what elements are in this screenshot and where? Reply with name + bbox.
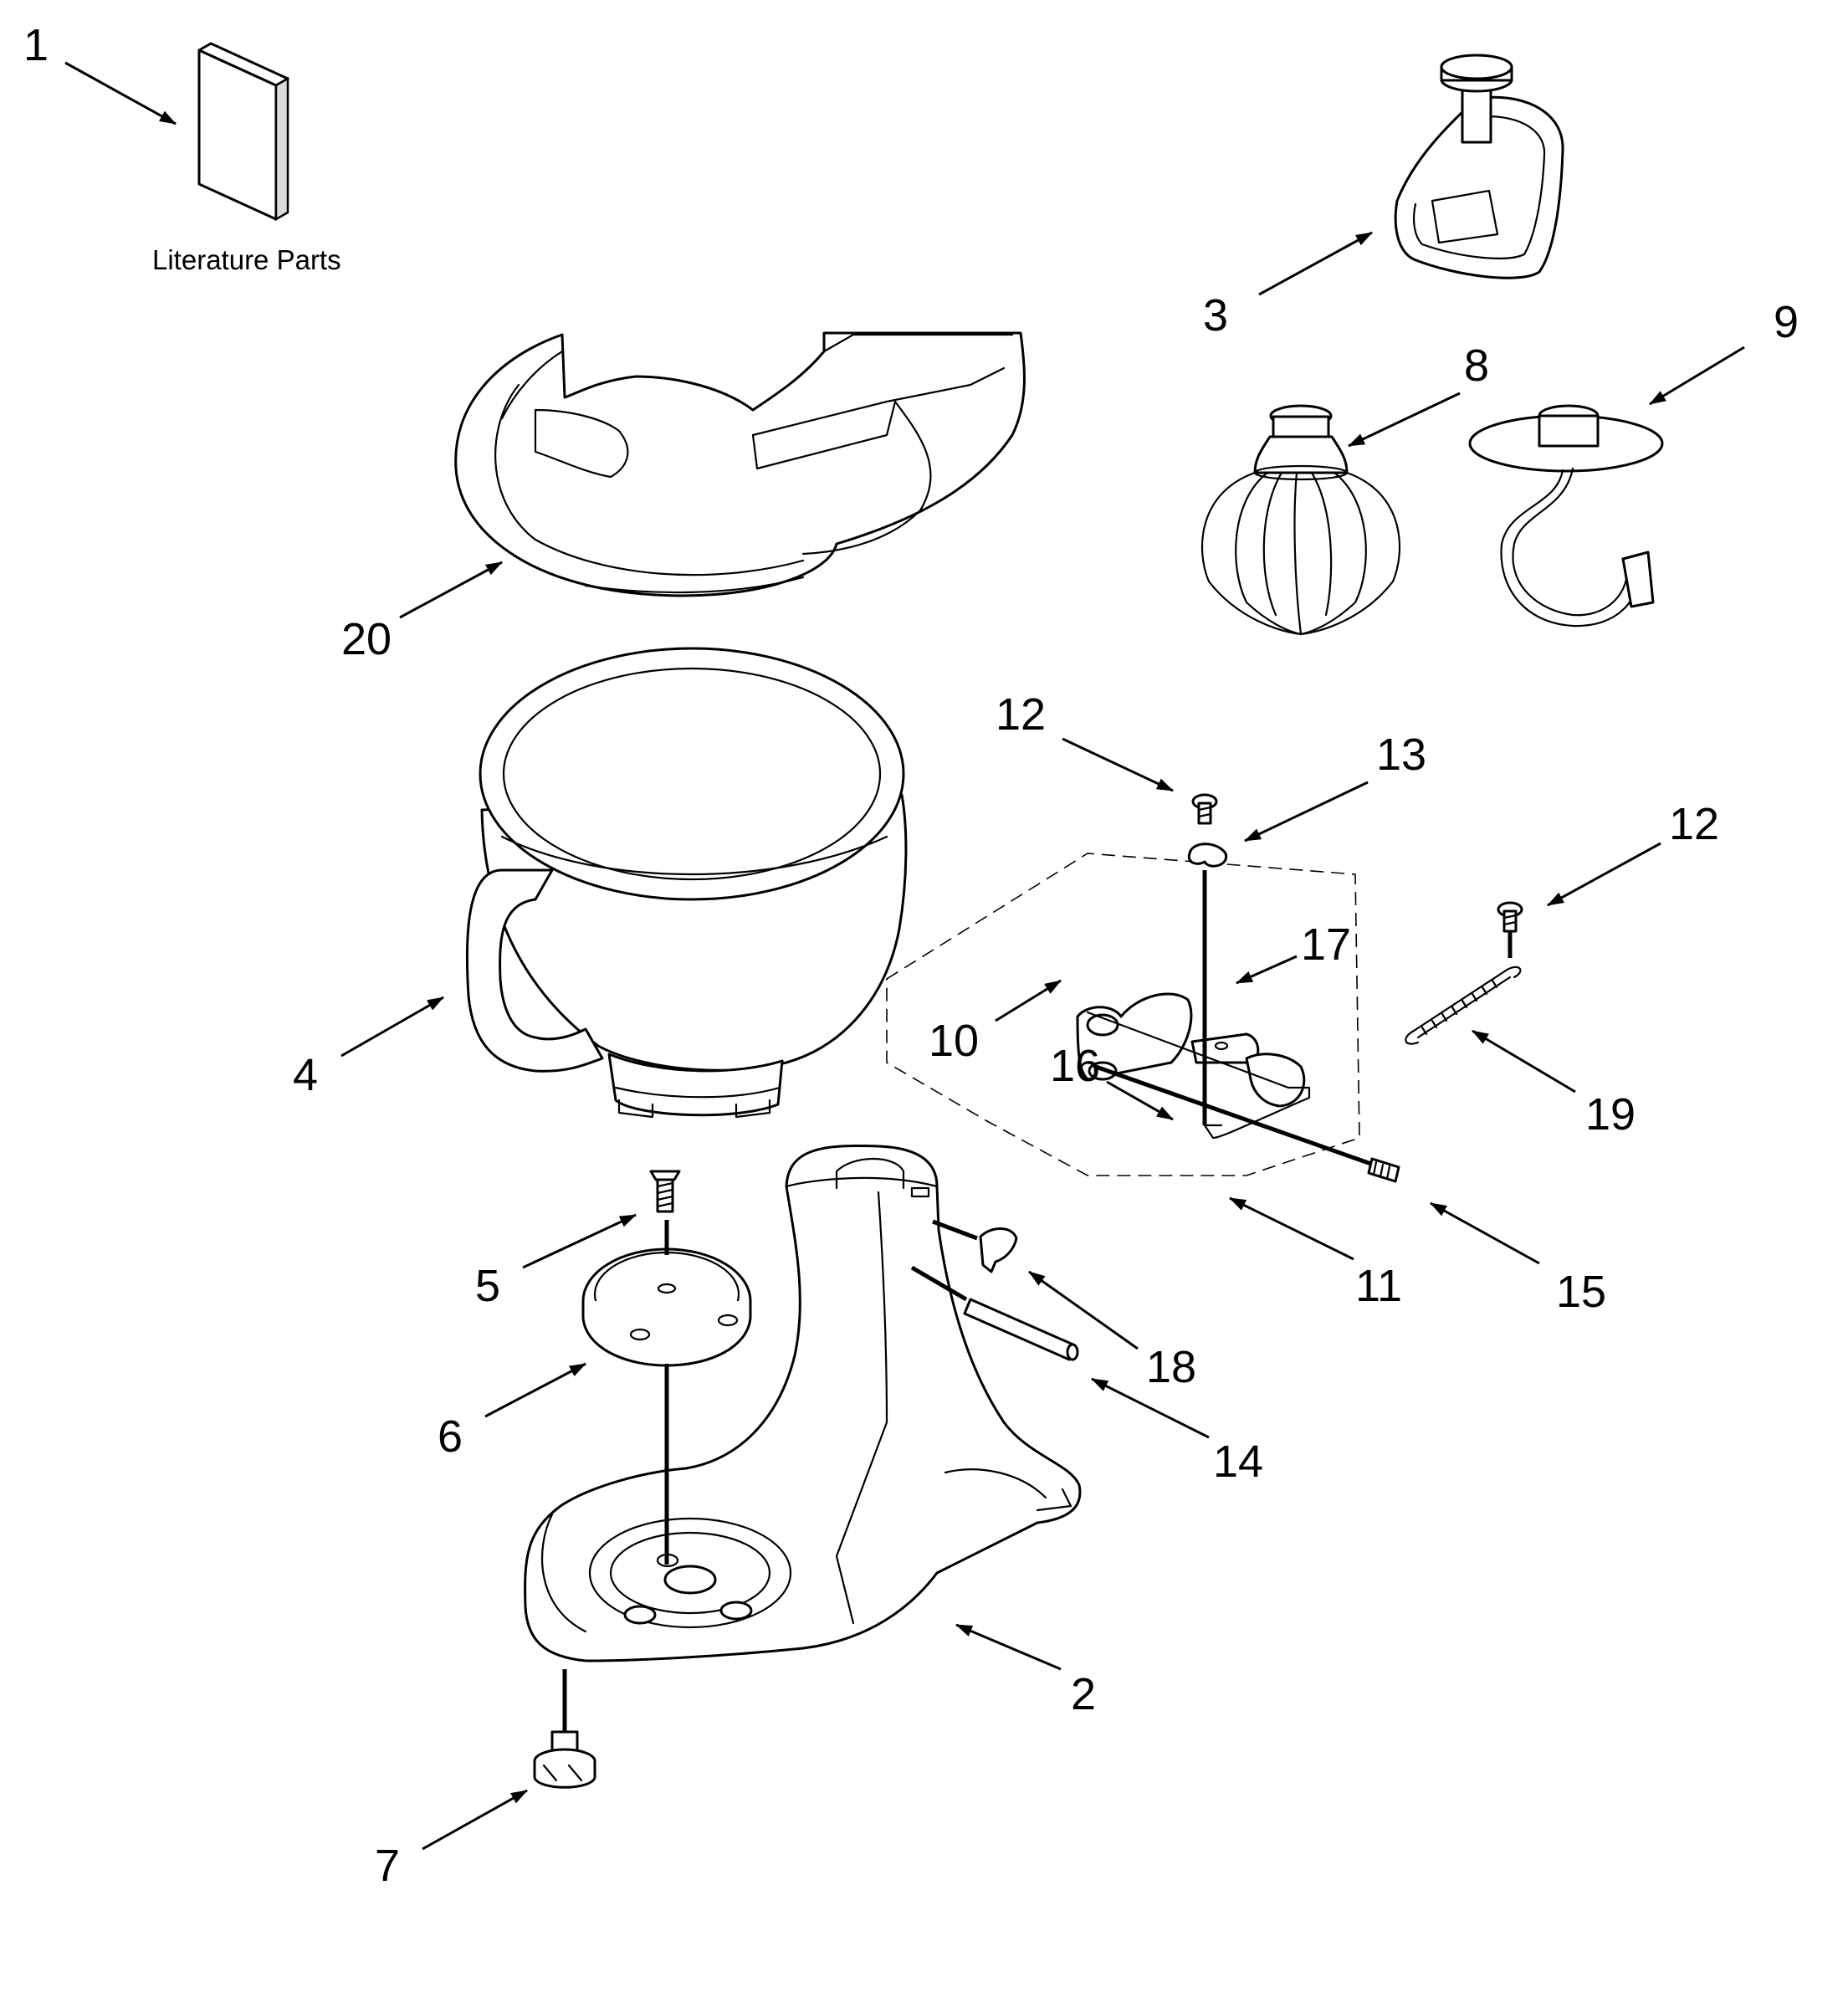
callout-11: 11 [1355,1261,1402,1311]
hinge-assembly [886,793,1523,1361]
callout-12-top: 12 [996,689,1046,740]
callout-6: 6 [438,1411,463,1462]
part-6-clamping-plate [581,1247,752,1367]
callout-17: 17 [1301,919,1351,970]
callout-1: 1 [23,20,49,70]
callout-7: 7 [375,1841,400,1891]
part-7-foot [533,1730,596,1789]
part-20-pouring-shield [454,331,1026,597]
part-5-screw [649,1170,681,1213]
callout-10: 10 [929,1016,979,1066]
leader-arrows [64,61,1745,1851]
callout-8: 8 [1464,341,1489,391]
callout-19: 19 [1585,1089,1636,1140]
callout-20: 20 [341,614,392,664]
part-8-wire-whip [1200,404,1401,636]
part-3-flat-beater [1394,54,1564,279]
callout-12-right: 12 [1669,799,1719,849]
callout-3: 3 [1203,290,1228,341]
part-1-literature-booklet: Literature Parts [152,42,341,275]
callout-5: 5 [475,1261,500,1311]
part-4-mixing-bowl [465,647,908,1119]
literature-parts-label: Literature Parts [152,244,341,275]
callout-15: 15 [1556,1267,1606,1317]
callout-16: 16 [1050,1041,1100,1091]
callout-9: 9 [1774,297,1799,347]
callout-13: 13 [1376,730,1426,780]
callout-18: 18 [1146,1342,1196,1392]
part-9-dough-hook [1468,404,1664,628]
part-2-stand-base [524,1145,1082,1662]
callout-4: 4 [293,1050,318,1100]
callout-numbers: 1 2 3 4 5 6 7 8 9 10 11 12 13 14 15 16 1… [23,20,1799,1891]
callout-2: 2 [1071,1669,1096,1719]
callout-14: 14 [1213,1437,1263,1487]
part-11-hinge-pin-housing-outline [886,853,1360,1176]
